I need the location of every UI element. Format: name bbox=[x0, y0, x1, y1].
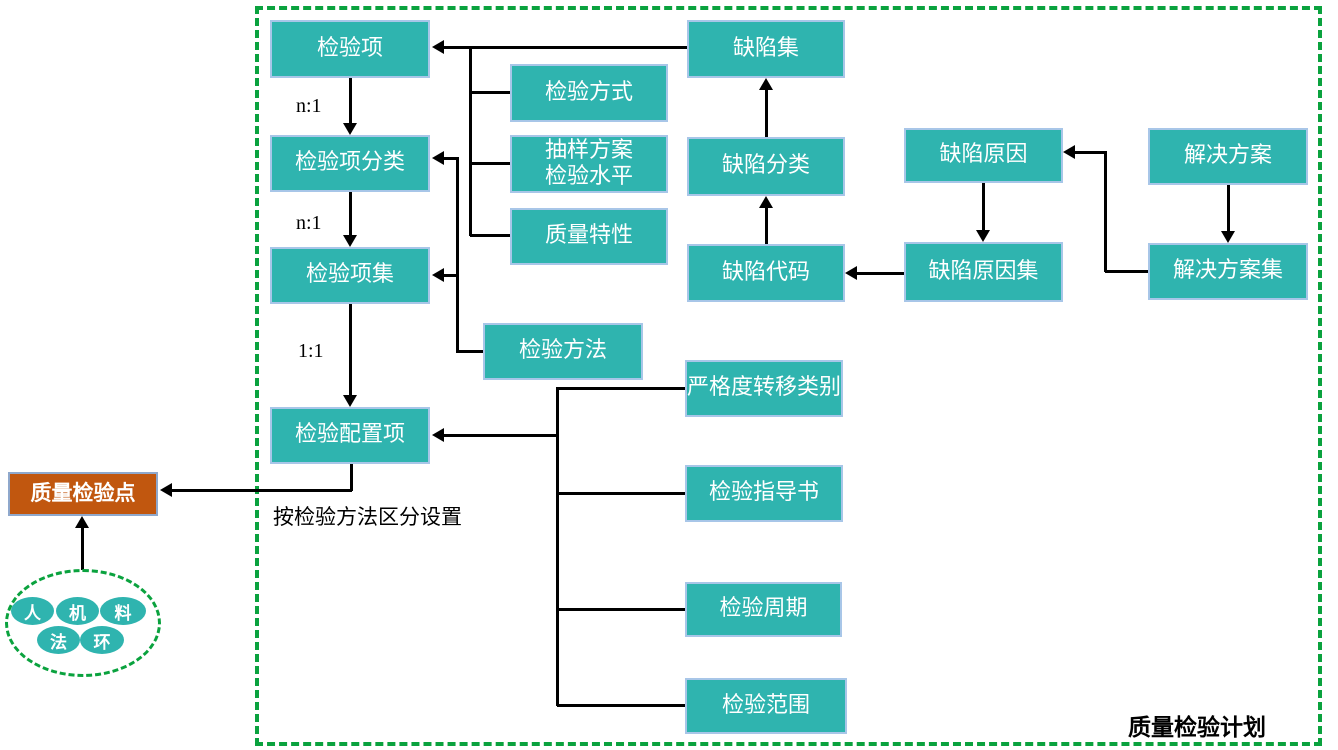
node-sampling-plan-level: 抽样方案 检验水平 bbox=[510, 135, 668, 193]
node-defect-cause: 缺陷原因 bbox=[904, 128, 1063, 183]
arrowhead bbox=[160, 483, 172, 497]
arrowhead bbox=[976, 230, 990, 242]
node-defect-code: 缺陷代码 bbox=[687, 244, 845, 302]
node-inspection-item-set: 检验项集 bbox=[270, 247, 430, 304]
connector-line bbox=[557, 492, 685, 495]
connector-line bbox=[456, 157, 459, 353]
connector-line bbox=[765, 85, 768, 137]
node-inspection-item: 检验项 bbox=[270, 20, 430, 78]
connector-line bbox=[1105, 270, 1148, 273]
node-inspection-instruction: 检验指导书 bbox=[685, 465, 843, 522]
arrowhead bbox=[343, 123, 357, 135]
arrowhead bbox=[1063, 145, 1075, 159]
node-solution: 解决方案 bbox=[1148, 128, 1308, 185]
relation-label-n1-category-set: n:1 bbox=[296, 212, 322, 234]
connector-line bbox=[1075, 151, 1105, 154]
connector-line bbox=[982, 183, 985, 235]
arrowhead bbox=[75, 516, 89, 528]
arrowhead bbox=[759, 196, 773, 208]
connector-line bbox=[444, 274, 457, 277]
arrowhead bbox=[432, 428, 444, 442]
connector-line bbox=[470, 91, 512, 94]
connector-line bbox=[350, 464, 353, 491]
connector-line bbox=[81, 528, 84, 570]
factor-material: 料 bbox=[100, 597, 146, 625]
arrowhead bbox=[432, 268, 444, 282]
node-inspection-item-category: 检验项分类 bbox=[270, 135, 430, 192]
factor-method: 法 bbox=[37, 626, 80, 654]
node-inspection-cycle: 检验周期 bbox=[685, 582, 842, 637]
arrowhead bbox=[343, 395, 357, 407]
connector-line bbox=[557, 387, 685, 390]
connector-line bbox=[457, 350, 483, 353]
node-defect-category: 缺陷分类 bbox=[687, 137, 845, 196]
connector-line bbox=[765, 203, 768, 244]
connector-line bbox=[470, 234, 512, 237]
factor-group-ellipse bbox=[5, 569, 161, 677]
connector-line bbox=[556, 387, 559, 706]
plan-frame-border bbox=[255, 6, 1322, 746]
connector-line bbox=[857, 272, 904, 275]
relation-label-n1-item-category: n:1 bbox=[296, 95, 322, 117]
node-quality-characteristic: 质量特性 bbox=[510, 208, 668, 265]
connector-line bbox=[444, 157, 457, 160]
connector-line bbox=[349, 78, 352, 128]
node-defect-set: 缺陷集 bbox=[687, 20, 845, 78]
connector-line bbox=[444, 46, 687, 49]
arrowhead bbox=[343, 235, 357, 247]
node-quality-inspection-point: 质量检验点 bbox=[8, 472, 158, 516]
connector-line bbox=[1104, 151, 1107, 272]
connector-line bbox=[469, 46, 472, 236]
arrowhead bbox=[432, 151, 444, 165]
factor-man: 人 bbox=[11, 597, 54, 625]
annotation-by-inspection-method: 按检验方法区分设置 bbox=[273, 505, 462, 529]
node-defect-cause-set: 缺陷原因集 bbox=[904, 242, 1063, 302]
node-inspection-method: 检验方法 bbox=[483, 323, 643, 380]
node-inspection-scope: 检验范围 bbox=[685, 678, 847, 734]
plan-frame-title: 质量检验计划 bbox=[1128, 714, 1266, 740]
factor-environment: 环 bbox=[80, 626, 124, 654]
node-strictness-transfer-category: 严格度转移类别 bbox=[685, 360, 843, 417]
connector-line bbox=[470, 162, 512, 165]
node-solution-set: 解决方案集 bbox=[1148, 243, 1308, 300]
arrowhead bbox=[759, 78, 773, 90]
arrowhead bbox=[432, 40, 444, 54]
connector-line bbox=[349, 304, 352, 400]
factor-machine: 机 bbox=[56, 597, 99, 625]
connector-line bbox=[557, 608, 685, 611]
connector-line bbox=[1227, 185, 1230, 236]
connector-line bbox=[349, 192, 352, 240]
connector-line bbox=[557, 704, 685, 707]
arrowhead bbox=[1221, 231, 1235, 243]
connector-line bbox=[444, 434, 557, 437]
node-inspection-mode: 检验方式 bbox=[510, 64, 668, 122]
arrowhead bbox=[845, 266, 857, 280]
relation-label-11-set-config: 1:1 bbox=[298, 340, 324, 362]
node-inspection-config-item: 检验配置项 bbox=[270, 407, 430, 464]
connector-line bbox=[172, 489, 352, 492]
